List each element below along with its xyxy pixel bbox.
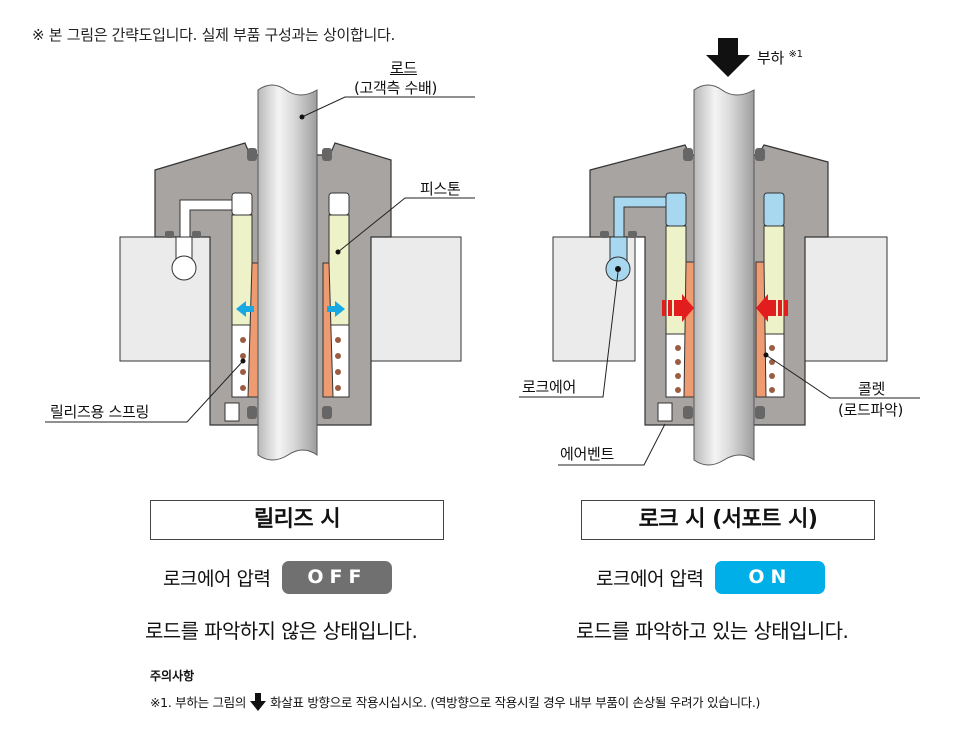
load-note-ref: ※1 [788, 49, 803, 60]
air-port [171, 255, 197, 281]
collet-sub-label: (로드파악) [838, 401, 904, 419]
air-vent-label: 에어벤트 [560, 445, 615, 463]
lock-description: 로드를 파악하고 있는 상태입니다. [576, 619, 849, 643]
load-label: 부하 ※1 [757, 49, 803, 67]
collet-right [322, 262, 334, 398]
release-state-title: 릴리즈 시 [150, 500, 444, 540]
caution-note: ※1. 부하는 그림의 화살표 방향으로 작용시십시오. (역방향으로 작용시킬… [150, 692, 760, 711]
right-mount-block [370, 236, 462, 362]
release-pressure-row: 로크에어 압력 OFF [163, 561, 393, 594]
piston-label: 피스톤 [420, 180, 461, 198]
release-spring-coils [240, 337, 341, 391]
lock-state-title: 로크 시 (서포트 시) [581, 500, 875, 540]
release-state-diagram [45, 84, 475, 461]
simplified-drawing-note: ※ 본 그림은 간략도입니다. 실제 부품 구성과는 상이합니다. [32, 26, 395, 44]
lock-air-pressure-label: 로크에어 압력 [596, 568, 704, 590]
rod-sub-label: (고객측 수배) [354, 79, 438, 97]
rod-label: 로드 [390, 59, 418, 77]
release-spring-label: 릴리즈용 스프링 [50, 403, 149, 421]
release-description: 로드를 파악하지 않은 상태입니다. [145, 619, 418, 643]
lock-air-pressure-label: 로크에어 압력 [163, 568, 271, 590]
lock-arrows [662, 294, 788, 322]
lock-air-label: 로크에어 [522, 378, 577, 396]
lock-pressure-row: 로크에어 압력 ON [596, 561, 826, 594]
release-arrows [236, 301, 345, 317]
lock-state-diagram [519, 38, 920, 466]
down-arrow-icon [250, 692, 267, 711]
rod [257, 84, 318, 461]
collet-label: 콜렛 [858, 380, 886, 398]
left-mount-block [119, 236, 211, 362]
pressure-on-badge: ON [715, 561, 826, 594]
caution-title: 주의사항 [150, 669, 195, 683]
caution-note-prefix: ※1. 부하는 그림의 [150, 695, 247, 710]
caution-note-suffix: 화살표 방향으로 작용시십시오. (역방향으로 작용시킬 경우 내부 부품이 손… [270, 695, 761, 710]
load-arrow-icon [706, 38, 750, 77]
pressure-off-badge: OFF [282, 561, 393, 594]
